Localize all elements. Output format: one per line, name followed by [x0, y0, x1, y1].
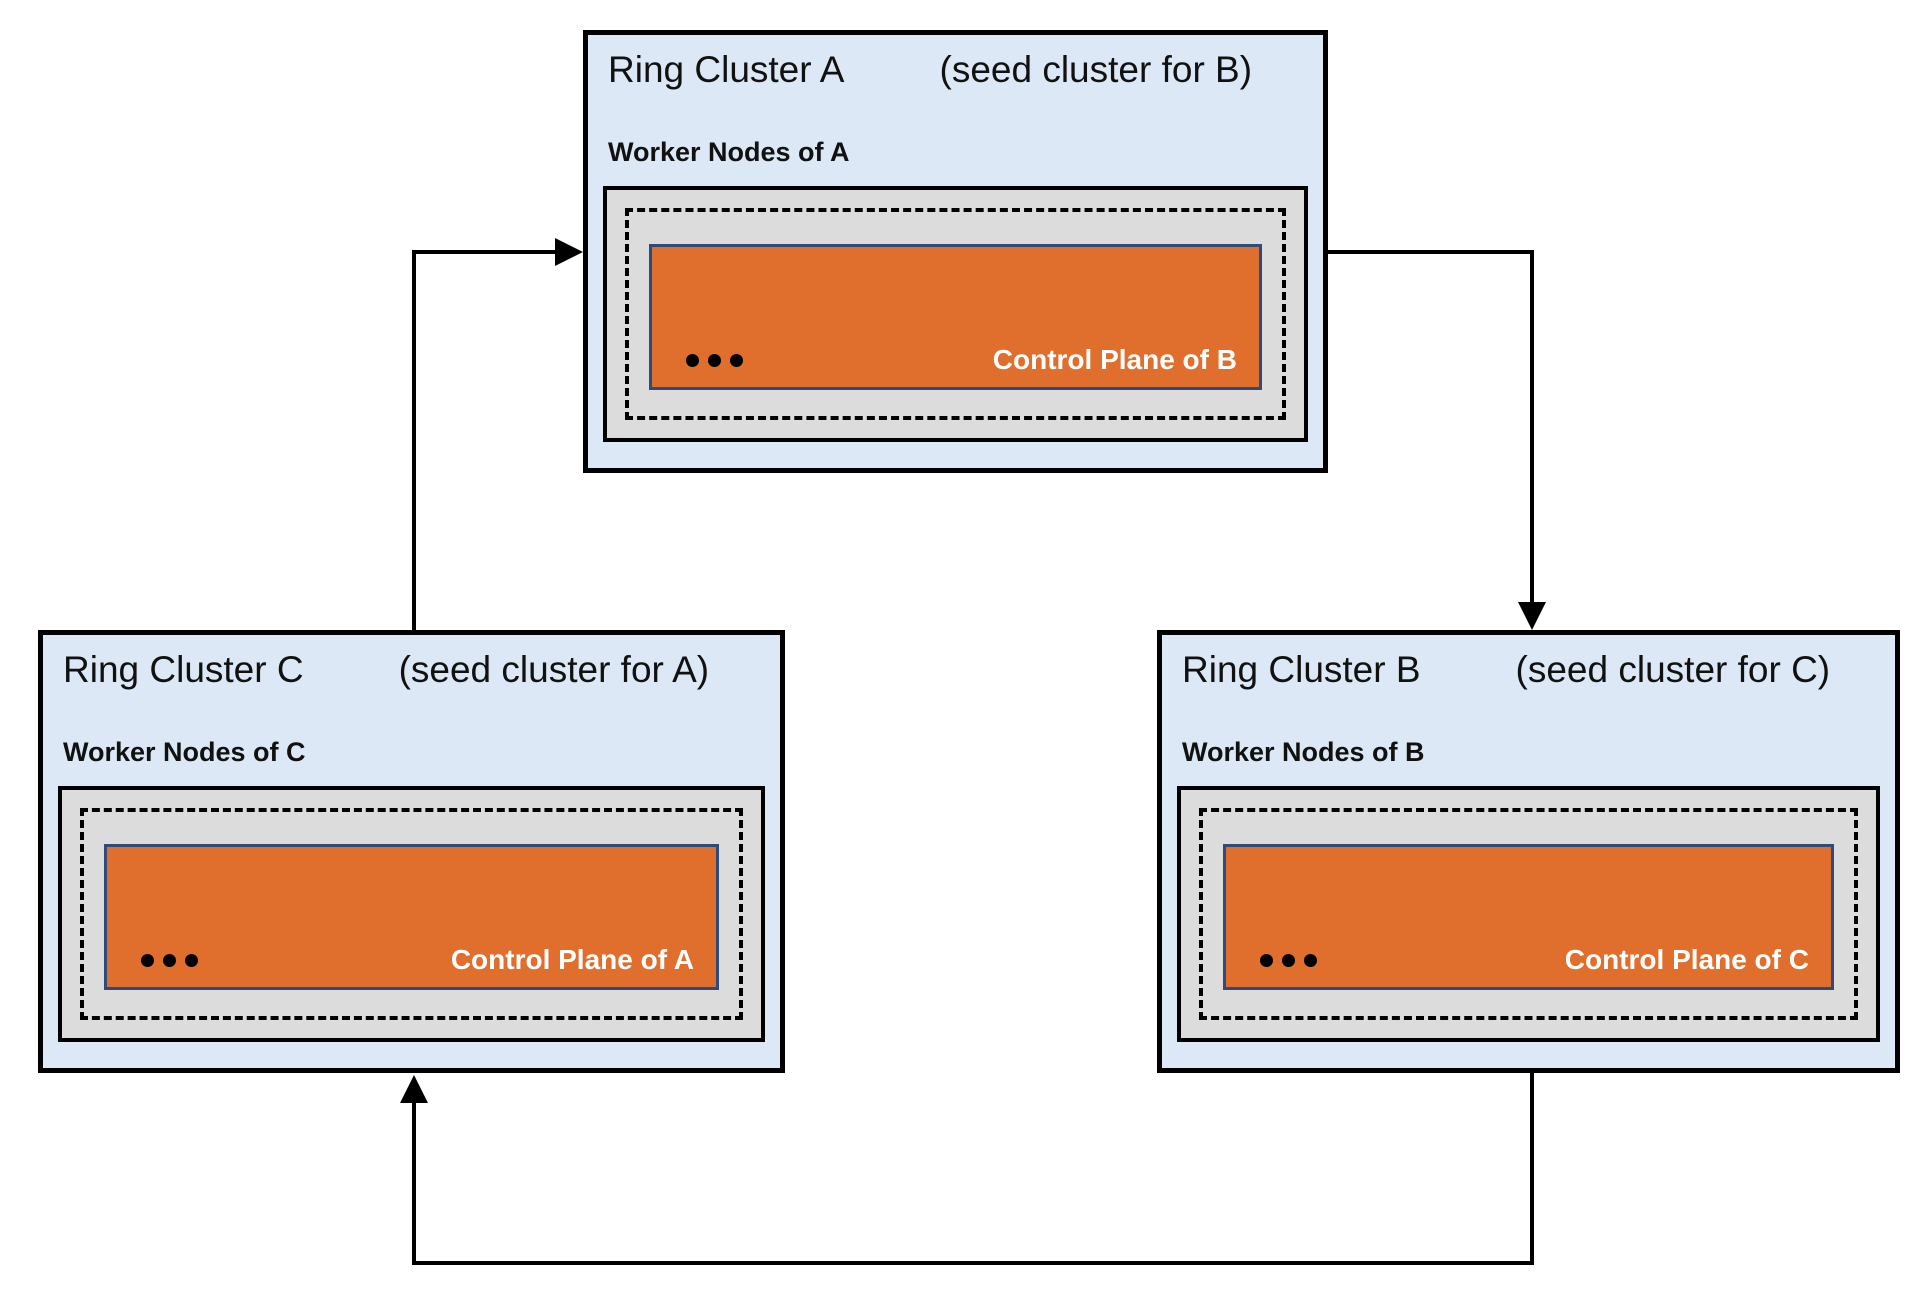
arrow-b-to-c-vertical-segment-right	[1530, 1071, 1534, 1265]
cluster-b-control-plane-label: Control Plane of C	[1564, 944, 1809, 975]
ellipsis-icon	[1260, 954, 1317, 967]
arrow-b-to-c-vertical-segment-left	[412, 1103, 416, 1265]
cluster-a-title-row: Ring Cluster A (seed cluster for B)	[608, 49, 1252, 92]
cluster-c-box: Ring Cluster C (seed cluster for A) Work…	[38, 630, 785, 1073]
ellipsis-icon	[141, 954, 198, 967]
cluster-c-title: Ring Cluster C	[63, 649, 304, 690]
ellipsis-icon	[686, 354, 743, 367]
cluster-a-title: Ring Cluster A	[608, 49, 845, 90]
cluster-a-box: Ring Cluster A (seed cluster for B) Work…	[583, 30, 1328, 473]
arrow-c-to-a-vertical-segment	[412, 250, 416, 634]
cluster-c-worker-nodes-box: Control Plane of A	[58, 786, 765, 1042]
arrow-a-to-b-arrowhead-icon	[1518, 602, 1546, 630]
arrow-b-to-c-horizontal-segment	[412, 1261, 1534, 1265]
cluster-c-title-row: Ring Cluster C (seed cluster for A)	[63, 649, 709, 692]
cluster-b-seed-note: (seed cluster for C)	[1515, 649, 1831, 690]
cluster-a-control-plane-boundary: Control Plane of B	[625, 208, 1286, 420]
cluster-a-seed-note: (seed cluster for B)	[939, 49, 1253, 90]
arrow-a-to-b-vertical-segment	[1530, 250, 1534, 604]
cluster-a-control-plane-label: Control Plane of B	[992, 344, 1237, 375]
cluster-c-control-plane-boundary: Control Plane of A	[80, 808, 743, 1020]
cluster-c-control-plane-label: Control Plane of A	[450, 944, 694, 975]
arrow-c-to-a-arrowhead-icon	[555, 238, 583, 266]
arrow-a-to-b-horizontal-segment	[1328, 250, 1534, 254]
cluster-b-control-plane-boundary: Control Plane of C	[1199, 808, 1858, 1020]
arrow-b-to-c-arrowhead-icon	[400, 1075, 428, 1103]
cluster-c-control-plane-box: Control Plane of A	[104, 844, 719, 990]
cluster-a-control-plane-box: Control Plane of B	[649, 244, 1262, 390]
cluster-a-worker-nodes-box: Control Plane of B	[603, 186, 1308, 442]
arrow-c-to-a-horizontal-segment	[412, 250, 556, 254]
cluster-c-worker-nodes-label: Worker Nodes of C	[63, 737, 306, 767]
cluster-b-title-row: Ring Cluster B (seed cluster for C)	[1182, 649, 1830, 692]
cluster-b-worker-nodes-box: Control Plane of C	[1177, 786, 1880, 1042]
cluster-b-worker-nodes-label: Worker Nodes of B	[1182, 737, 1425, 767]
cluster-c-seed-note: (seed cluster for A)	[398, 649, 710, 690]
cluster-b-box: Ring Cluster B (seed cluster for C) Work…	[1157, 630, 1900, 1073]
cluster-b-control-plane-box: Control Plane of C	[1223, 844, 1834, 990]
cluster-b-title: Ring Cluster B	[1182, 649, 1421, 690]
cluster-a-worker-nodes-label: Worker Nodes of A	[608, 137, 850, 167]
